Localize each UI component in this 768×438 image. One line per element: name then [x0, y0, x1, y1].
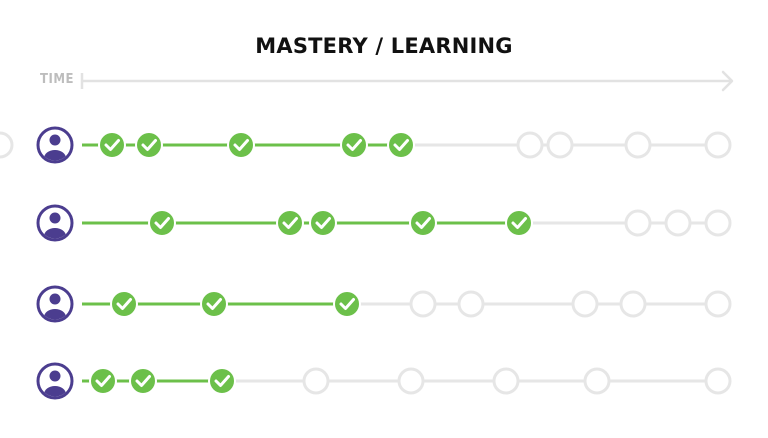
pending-empty-circle-icon [546, 131, 574, 159]
pending-empty-circle-icon [492, 367, 520, 395]
mastered-checkmark-icon [200, 290, 228, 318]
mastered-checkmark-icon [89, 367, 117, 395]
pending-empty-circle-icon [619, 290, 647, 318]
mastered-checkmark-icon [129, 367, 157, 395]
mastered-checkmark-icon [98, 131, 126, 159]
pending-empty-circle-icon [704, 209, 732, 237]
mastered-checkmark-icon [409, 209, 437, 237]
mastered-checkmark-icon [227, 131, 255, 159]
mastered-checkmark-icon [505, 209, 533, 237]
pending-empty-circle-icon [704, 290, 732, 318]
diagram-title: MASTERY / LEARNING [255, 34, 513, 58]
pending-empty-circle-icon [397, 367, 425, 395]
pending-empty-circle-icon [704, 131, 732, 159]
learner-row [36, 362, 732, 400]
mastered-checkmark-icon [148, 209, 176, 237]
pending-empty-circle-icon [571, 290, 599, 318]
mastered-checkmark-icon [110, 290, 138, 318]
pending-empty-circle-icon [0, 131, 14, 159]
time-axis [80, 70, 734, 92]
time-axis-label: TIME [40, 72, 74, 87]
mastered-checkmark-icon [309, 209, 337, 237]
pending-empty-circle-icon [516, 131, 544, 159]
pending-empty-circle-icon [457, 290, 485, 318]
user-avatar-icon [36, 204, 74, 242]
pending-empty-circle-icon [624, 209, 652, 237]
user-avatar-icon [36, 362, 74, 400]
pending-empty-circle-icon [664, 209, 692, 237]
pending-empty-circle-icon [624, 131, 652, 159]
user-avatar-icon [36, 285, 74, 323]
mastered-checkmark-icon [276, 209, 304, 237]
pending-empty-circle-icon [409, 290, 437, 318]
learner-row [0, 126, 732, 164]
mastered-checkmark-icon [340, 131, 368, 159]
user-avatar-icon [36, 126, 74, 164]
mastered-checkmark-icon [135, 131, 163, 159]
learner-row [36, 285, 732, 323]
mastered-checkmark-icon [333, 290, 361, 318]
mastered-checkmark-icon [387, 131, 415, 159]
pending-empty-circle-icon [583, 367, 611, 395]
pending-empty-circle-icon [704, 367, 732, 395]
mastered-checkmark-icon [208, 367, 236, 395]
pending-empty-circle-icon [302, 367, 330, 395]
time-axis-arrow-icon [721, 70, 734, 92]
learner-row [36, 204, 732, 242]
